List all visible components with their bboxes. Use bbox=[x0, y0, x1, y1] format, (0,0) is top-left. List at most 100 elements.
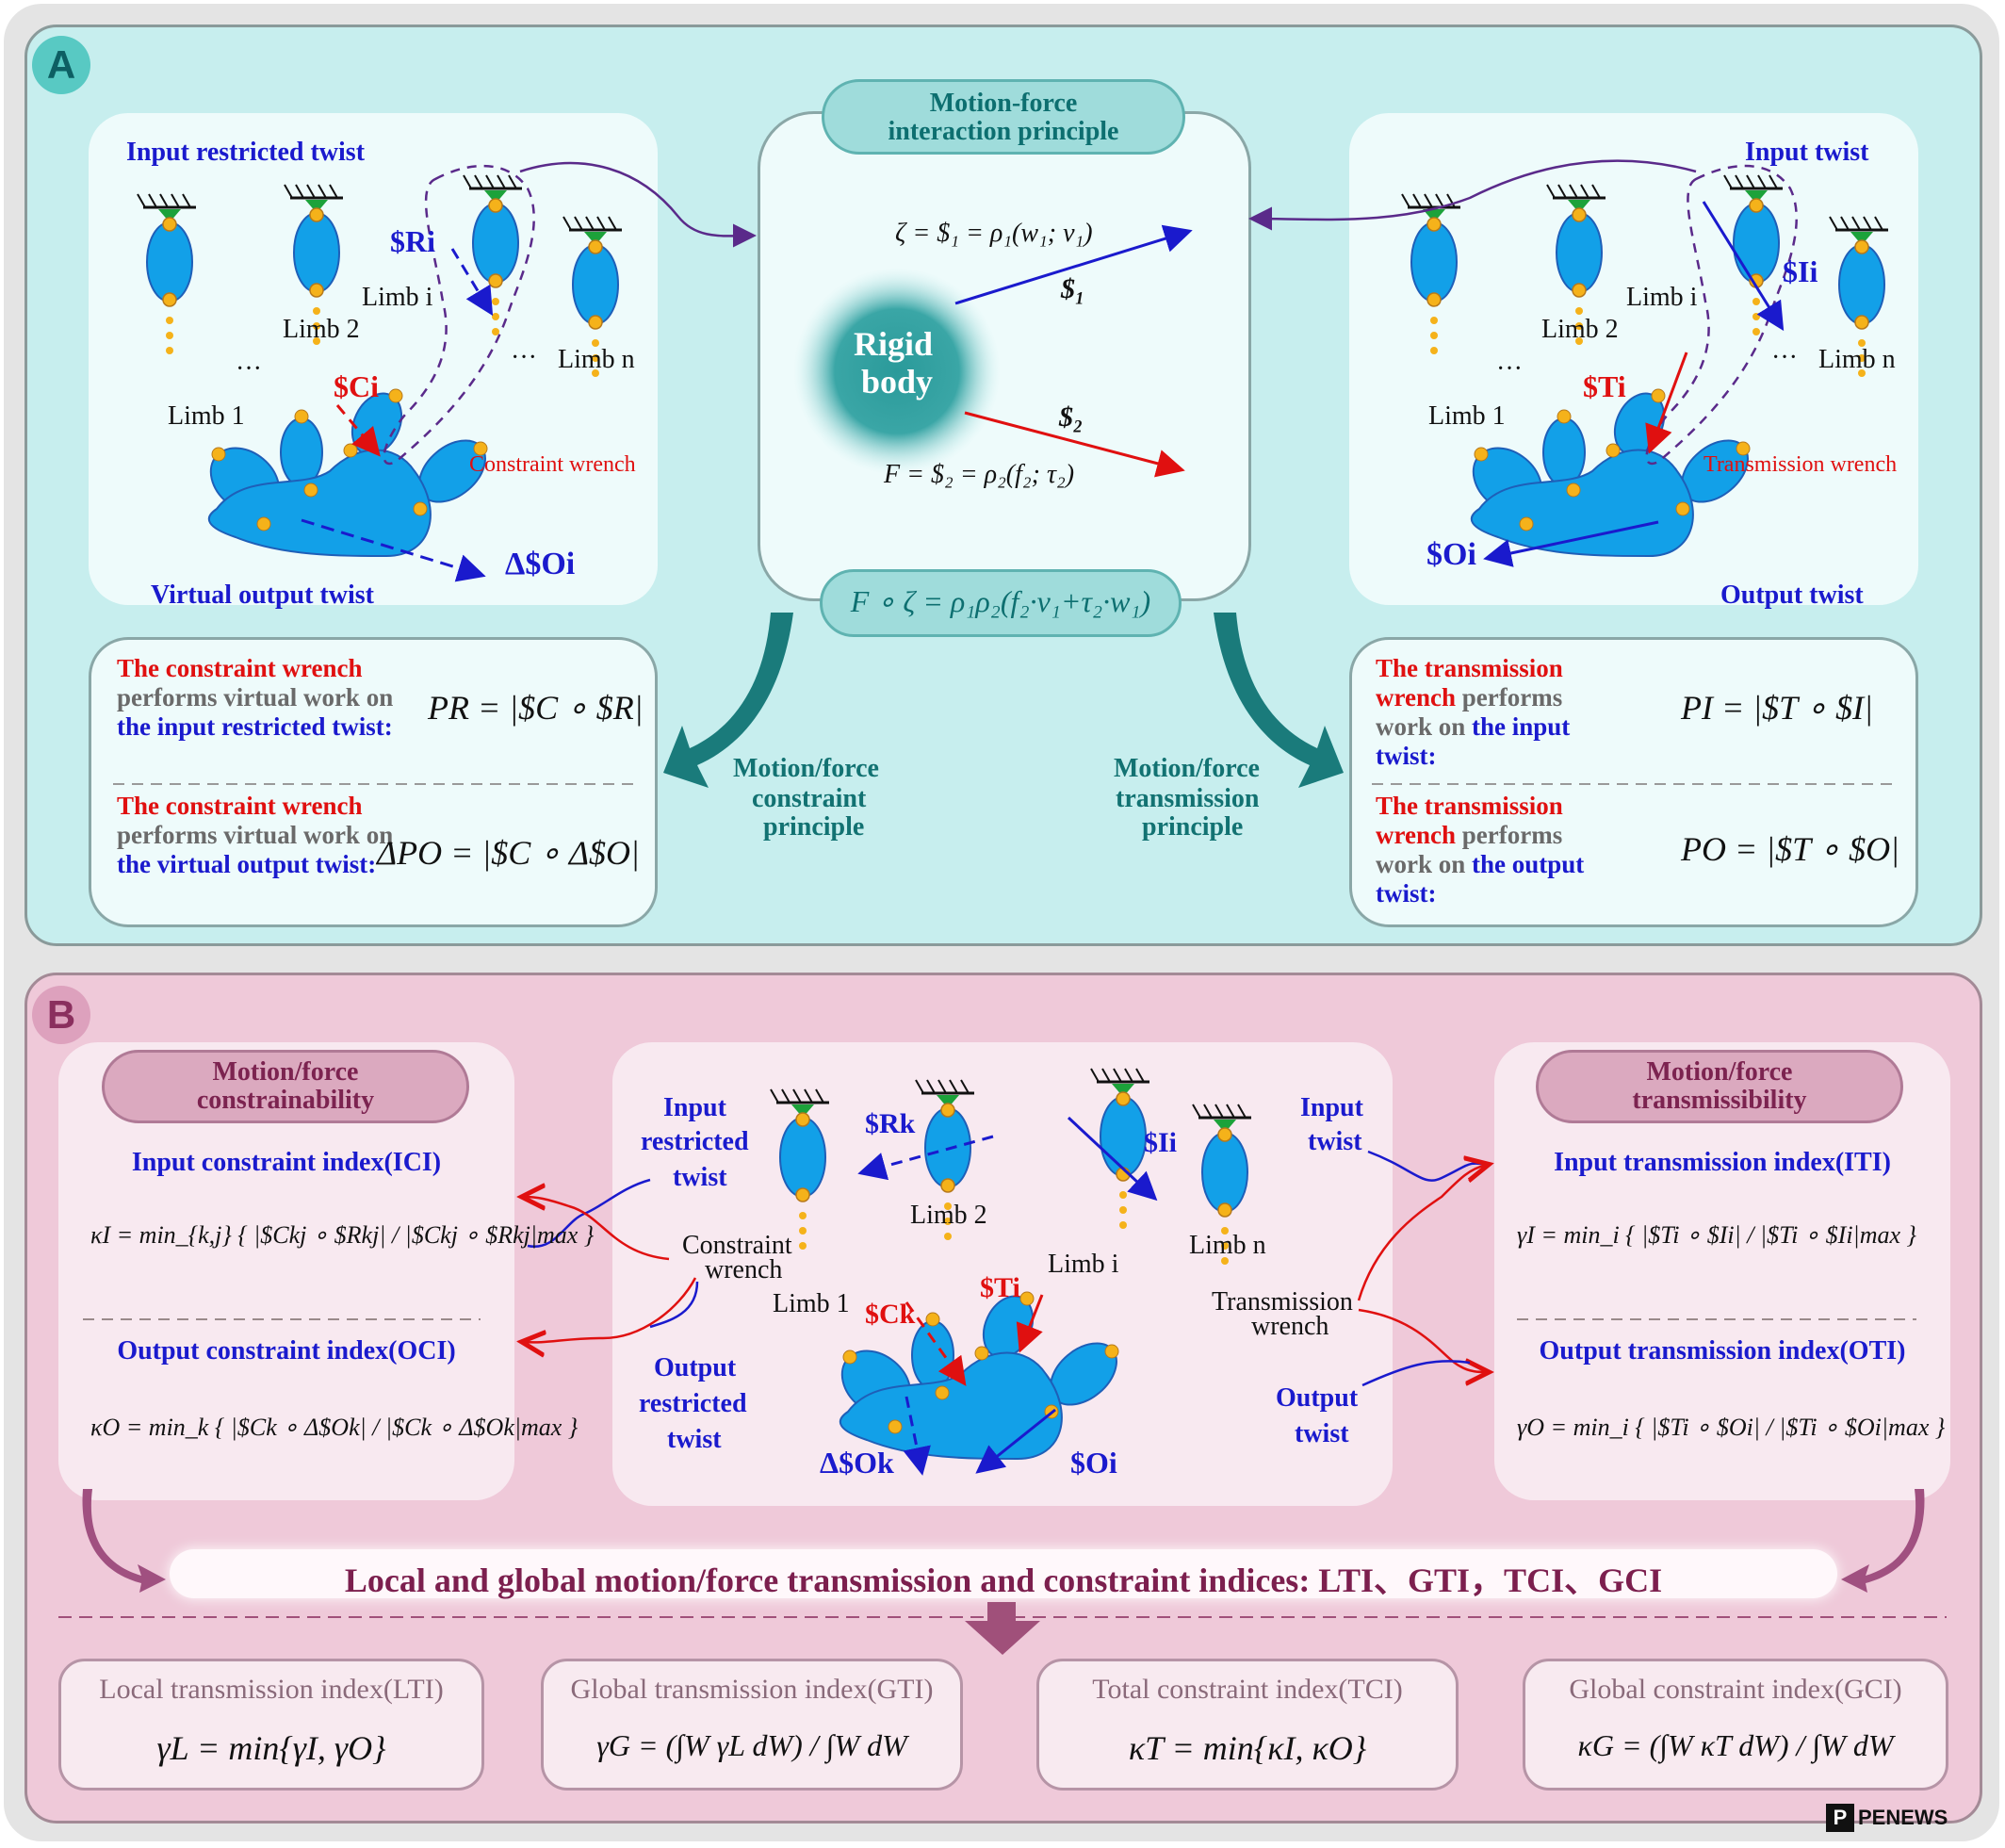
virtual-output-twist-label: Virtual output twist bbox=[151, 581, 374, 610]
gti-formula: γG = (∫W γL dW) / ∫W dW bbox=[596, 1728, 907, 1762]
left-limb1-label: Limb 1 bbox=[168, 401, 245, 431]
left-limbn-label: Limb n bbox=[558, 345, 635, 374]
p1-red-text: The constraint wrench bbox=[117, 654, 363, 682]
left-ellipsis-1: ··· bbox=[236, 354, 262, 384]
gci-box bbox=[1523, 1659, 1948, 1791]
lti-title: Local transmission index(LTI) bbox=[99, 1674, 444, 1705]
oti-title: Output transmission index(OTI) bbox=[1539, 1336, 1906, 1366]
r2-blue-text: the output twist: bbox=[1376, 850, 1585, 908]
transmission-principle-arrow bbox=[1214, 613, 1344, 788]
constraint-output-work-text: The constraint wrench performs virtual w… bbox=[117, 792, 409, 879]
left-limb2-label: Limb 2 bbox=[283, 315, 360, 344]
input-twist-b-2: twist bbox=[1308, 1127, 1362, 1156]
delta-s-oi-label: Δ$Oi bbox=[505, 547, 576, 581]
rigid-body-label-1: Rigid bbox=[854, 325, 934, 363]
constraint-wrench-2: wrench bbox=[705, 1255, 783, 1284]
lti-box bbox=[58, 1659, 484, 1791]
p1-blue-text: the input restricted twist: bbox=[117, 712, 393, 741]
transmissibility-title-line2: transmissibility bbox=[1632, 1086, 1807, 1115]
s2-label: $₂ bbox=[1059, 401, 1084, 433]
r1-red-text: The transmission wrench bbox=[1376, 654, 1563, 711]
s1-label: $₁ bbox=[1061, 273, 1085, 304]
s-oi-label: $Oi bbox=[1426, 537, 1476, 572]
limb1-b: Limb 1 bbox=[773, 1289, 850, 1318]
constrainability-title-line2: constrainability bbox=[196, 1086, 375, 1115]
output-restricted-1: Output bbox=[654, 1353, 737, 1382]
s-ti-label: $Ti bbox=[1583, 369, 1626, 403]
transmission-wrench-b-1: Transmission bbox=[1212, 1287, 1353, 1316]
right-ellipsis-2: ··· bbox=[1771, 343, 1798, 372]
s-ri-label: $Ri bbox=[390, 224, 435, 258]
output-twist-b-1: Output bbox=[1276, 1383, 1359, 1413]
gci-title: Global constraint index(GCI) bbox=[1569, 1674, 1902, 1705]
right-limbi-label: Limb i bbox=[1626, 283, 1698, 312]
oci-title: Output constraint index(OCI) bbox=[117, 1336, 456, 1366]
transmission-wrench-label: Transmission wrench bbox=[1703, 452, 1898, 477]
tci-formula: κT = min{κI, κO} bbox=[1128, 1729, 1367, 1767]
output-restricted-3: twist bbox=[667, 1425, 722, 1454]
left-mechanism-a bbox=[138, 161, 757, 582]
right-limb2-label: Limb 2 bbox=[1541, 315, 1619, 344]
tci-title: Total constraint index(TCI) bbox=[1092, 1674, 1403, 1705]
oti-formula: γO = min_i { |$Ti ∘ $Oi| / |$Ti ∘ $Oi|ma… bbox=[1517, 1414, 1946, 1441]
constraint-principle-arrow bbox=[663, 613, 793, 788]
output-twist-b-2: twist bbox=[1295, 1419, 1349, 1448]
transmission-work-box bbox=[1349, 637, 1918, 927]
p2-blue-text: the virtual output twist: bbox=[117, 850, 377, 878]
p2-gray-text: performs virtual work on bbox=[117, 821, 394, 849]
s-ii-label: $Ii bbox=[1783, 254, 1818, 288]
transmissibility-title: Motion/force transmissibility bbox=[1536, 1050, 1903, 1123]
power-formula: F ∘ ζ = ρ₁ρ₂(f₂·v₁+τ₂·w₁) bbox=[850, 584, 1151, 618]
constraint-principle-label-1: Motion/force bbox=[733, 754, 879, 783]
s-ii-b-label: $Ii bbox=[1144, 1127, 1178, 1158]
transmission-principle-label-2: transmission bbox=[1116, 784, 1260, 813]
input-restricted-twist-label: Input restricted twist bbox=[126, 138, 366, 167]
right-limbn-label: Limb n bbox=[1818, 345, 1896, 374]
output-restricted-2: restricted bbox=[639, 1389, 747, 1418]
transmissibility-title-line1: Motion/force bbox=[1646, 1057, 1793, 1087]
rigid-body-graphic bbox=[793, 224, 1193, 478]
constraint-principle-label-3: principle bbox=[763, 812, 865, 842]
penews-logo-icon: P bbox=[1826, 1804, 1854, 1832]
interaction-title-line1: Motion-force bbox=[929, 89, 1078, 118]
transmission-principle-label-1: Motion/force bbox=[1114, 754, 1260, 783]
power-formula-pill: F ∘ ζ = ρ₁ρ₂(f₂·v₁+τ₂·w₁) bbox=[820, 569, 1182, 637]
input-restricted-3: twist bbox=[673, 1163, 727, 1192]
constraint-work-box bbox=[89, 637, 658, 927]
po-formula: PO = |$T ∘ $O| bbox=[1681, 830, 1899, 868]
limbn-b: Limb n bbox=[1189, 1231, 1266, 1260]
transmission-input-work-text: The transmission wrench performs work on… bbox=[1376, 654, 1621, 771]
transmission-wrench-b-2: wrench bbox=[1251, 1312, 1329, 1341]
transmission-principle-label-3: principle bbox=[1142, 812, 1244, 842]
oci-formula: κO = min_k { |$Ck ∘ Δ$Ok| / |$Ck ∘ Δ$Ok|… bbox=[90, 1414, 579, 1441]
transmission-output-work-text: The transmission wrench performs work on… bbox=[1376, 792, 1621, 908]
ici-title: Input constraint index(ICI) bbox=[131, 1148, 442, 1177]
iti-formula: γI = min_i { |$Ti ∘ $Ii| / |$Ti ∘ $Ii|ma… bbox=[1517, 1221, 1916, 1249]
pi-formula: PI = |$T ∘ $I| bbox=[1681, 689, 1873, 727]
p2-red-text: The constraint wrench bbox=[117, 792, 363, 820]
input-restricted-2: restricted bbox=[641, 1127, 749, 1156]
output-twist-label: Output twist bbox=[1720, 581, 1864, 610]
tci-box bbox=[1036, 1659, 1459, 1791]
s-oi-b-label: $Oi bbox=[1070, 1446, 1117, 1480]
limb2-b: Limb 2 bbox=[910, 1201, 987, 1230]
indices-banner-text: Local and global motion/force transmissi… bbox=[344, 1562, 1663, 1599]
constraint-principle-label-2: constraint bbox=[752, 784, 867, 813]
s-ci-label: $Ci bbox=[334, 369, 379, 403]
s-ck-label: $Ck bbox=[865, 1299, 916, 1330]
constraint-wrench-label: Constraint wrench bbox=[469, 452, 636, 477]
left-curve-arrow bbox=[82, 1489, 166, 1593]
rigid-body-label-2: body bbox=[861, 363, 934, 401]
right-curve-arrow bbox=[1841, 1489, 1925, 1593]
right-ellipsis-1: ··· bbox=[1496, 354, 1523, 384]
limbi-b: Limb i bbox=[1048, 1250, 1119, 1279]
r2-red-text: The transmission wrench bbox=[1376, 792, 1563, 849]
constrainability-title: Motion/force constrainability bbox=[102, 1050, 469, 1123]
input-restricted-1: Input bbox=[663, 1093, 726, 1122]
center-down-arrow bbox=[965, 1602, 1040, 1655]
panel-b-badge: B bbox=[32, 986, 90, 1044]
zeta-formula: ζ = $₁ = ρ₁(w₁; v₁) bbox=[895, 219, 1093, 248]
gti-box bbox=[541, 1659, 963, 1791]
r1-gray-text: performs work on bbox=[1376, 683, 1563, 741]
